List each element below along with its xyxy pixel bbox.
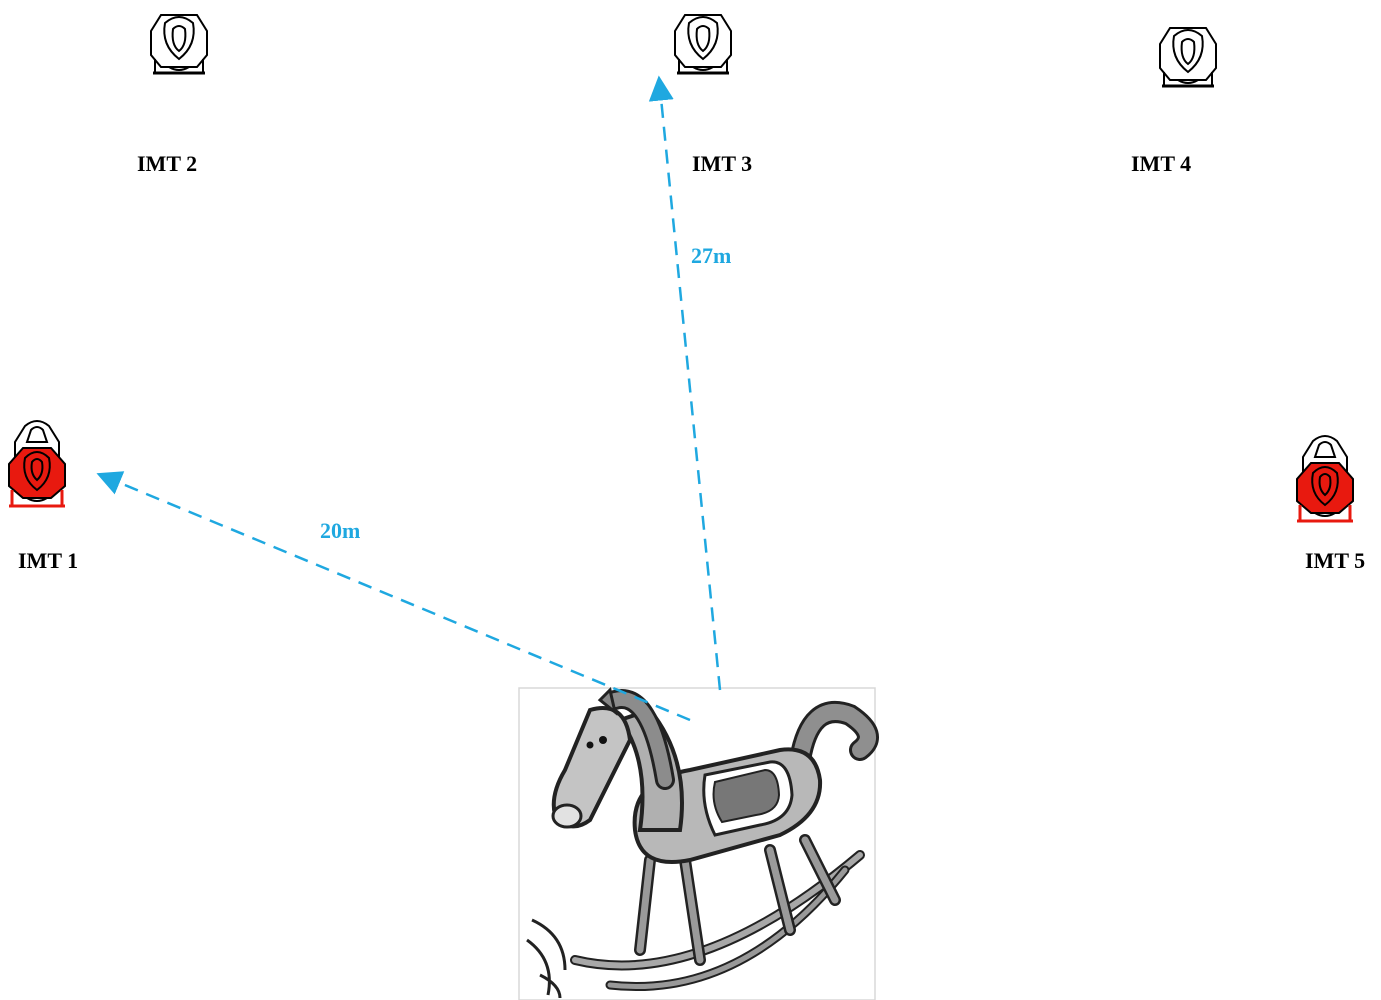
telescope-label-imt4: IMT 4 [1131,151,1192,176]
distance-arrow-imt1 [96,471,691,722]
telescope-imt2-icon [149,13,209,75]
telescope-label-imt2: IMT 2 [137,151,198,176]
telescope-label-imt5: IMT 5 [1305,548,1366,573]
telescope-imt4-icon [1158,26,1218,88]
telescope-imt1-icon [7,419,67,508]
distance-label-20m: 20m [320,518,361,543]
telescope-imt5-icon [1295,434,1355,523]
distance-label-27m: 27m [691,243,732,268]
telescope-label-imt3: IMT 3 [692,151,753,176]
telescope-label-imt1: IMT 1 [18,548,79,573]
telescope-imt3-icon [673,13,733,75]
rocking-horse-image [518,687,879,1000]
distance-arrow-imt3 [648,75,722,691]
